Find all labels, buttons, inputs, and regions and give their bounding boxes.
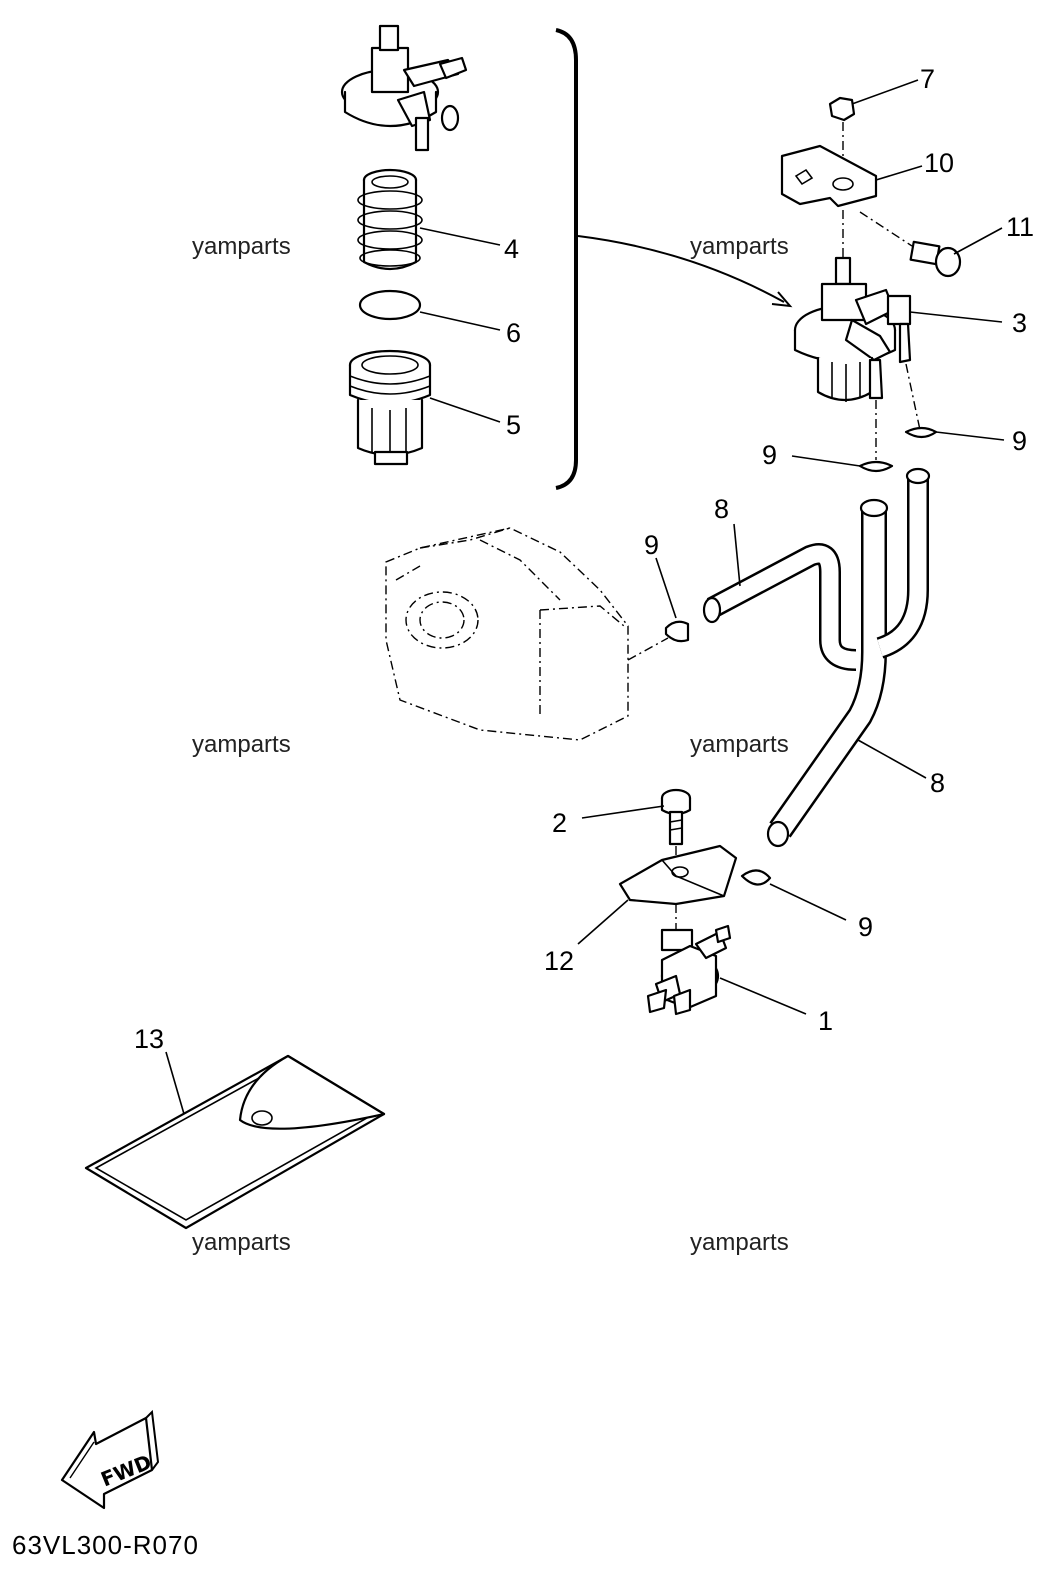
callout-2: 2 xyxy=(552,808,567,838)
assembly-arrow xyxy=(577,235,785,303)
filter-element-drawing xyxy=(357,168,423,271)
callout-5: 5 xyxy=(506,410,521,440)
hose-clips-drawing xyxy=(664,426,938,886)
watermark-text: yamparts xyxy=(192,731,291,758)
sheet-drawing xyxy=(84,1054,386,1230)
callout-8: 8 xyxy=(714,494,729,524)
watermark-text: yamparts xyxy=(690,233,789,260)
drawing-code: 63VL300-R070 xyxy=(12,1530,199,1560)
callout-10: 10 xyxy=(924,148,954,178)
callout-7: 7 xyxy=(920,64,935,94)
watermark-text: yamparts xyxy=(192,1229,291,1256)
fuel-pump-drawing xyxy=(618,788,738,1016)
pump-bracket-drawing xyxy=(618,844,738,906)
fuel-hoses-drawing xyxy=(702,467,931,848)
watermark-text: yamparts xyxy=(192,233,291,260)
callout-9: 9 xyxy=(1012,426,1027,456)
watermark-text: yamparts xyxy=(690,731,789,758)
filter-assembly-exploded xyxy=(340,24,793,490)
callout-9: 9 xyxy=(644,530,659,560)
grouping-bracket xyxy=(555,28,578,490)
callout-8: 8 xyxy=(930,768,945,798)
nut-drawing xyxy=(828,96,856,122)
bolt-drawing xyxy=(859,211,962,278)
callout-9: 9 xyxy=(858,912,873,942)
callout-6: 6 xyxy=(506,318,521,348)
callout-11: 11 xyxy=(1006,212,1034,242)
fuel-filter-drawing xyxy=(780,96,962,460)
forward-arrow-icon: FWD xyxy=(60,1409,160,1510)
callout-12: 12 xyxy=(544,946,574,976)
leader-lines xyxy=(165,79,1005,1115)
callout-numbers: 4 6 5 7 10 11 3 9 9 8 9 8 2 9 12 1 13 xyxy=(134,64,1034,1054)
callout-3: 3 xyxy=(1012,308,1027,338)
o-ring-drawing xyxy=(358,289,422,321)
filter-head-drawing xyxy=(340,24,468,152)
callout-9: 9 xyxy=(762,440,777,470)
watermarks: yamparts yamparts yamparts yamparts yamp… xyxy=(192,233,789,1256)
carburetor-reference-drawing xyxy=(385,527,669,741)
watermark-text: yamparts xyxy=(690,1229,789,1256)
callout-4: 4 xyxy=(504,234,519,264)
callout-13: 13 xyxy=(134,1024,164,1054)
filter-cup-drawing xyxy=(348,349,432,466)
callout-1: 1 xyxy=(818,1006,833,1036)
filter-bracket-drawing xyxy=(780,144,878,208)
pump-bolt-drawing xyxy=(660,788,692,872)
